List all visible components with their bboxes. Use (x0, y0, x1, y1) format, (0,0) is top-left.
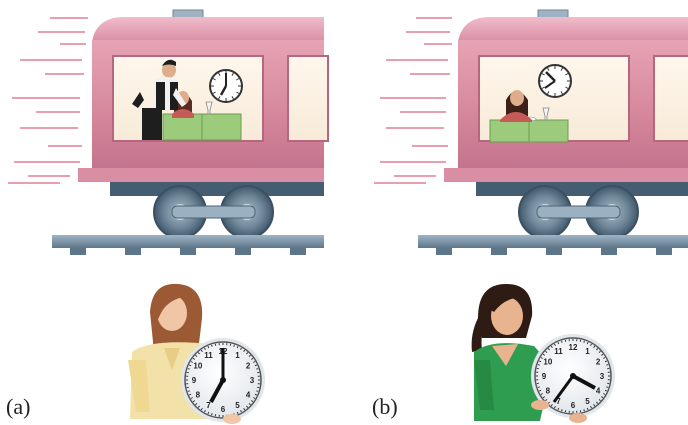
clock-tick (606, 387, 608, 388)
clock-numeral: 9 (542, 372, 547, 381)
clock-numeral: 8 (546, 387, 551, 396)
clock-numeral: 10 (193, 362, 202, 371)
clock-numeral: 3 (250, 376, 255, 385)
clock-numeral: 1 (235, 351, 240, 360)
train-window (654, 56, 688, 141)
clock-numeral: 11 (554, 347, 563, 356)
clock-tick (562, 409, 563, 411)
rail-track (52, 235, 324, 255)
clock-numeral: 3 (600, 372, 605, 381)
clock-numeral: 4 (596, 387, 601, 396)
clock-tick (256, 391, 258, 392)
clock-numeral: 12 (569, 343, 578, 352)
clock-tick (562, 341, 563, 343)
clock-numeral: 11 (204, 351, 213, 360)
train-car (78, 10, 328, 196)
clock-tick (538, 365, 540, 366)
clock-tick (234, 345, 235, 347)
clock-tick (256, 369, 258, 370)
rail-track (418, 235, 688, 255)
clock-in-train (539, 65, 571, 97)
train-car (444, 10, 688, 196)
clock-tick (538, 387, 540, 388)
train-window (288, 56, 328, 141)
clock-numeral: 8 (196, 391, 201, 400)
clock-tick (212, 345, 213, 347)
clock-tick (188, 391, 190, 392)
clock-numeral: 1 (585, 347, 590, 356)
clock-tick (188, 369, 190, 370)
clock-tick (584, 341, 585, 343)
speed-lines (374, 18, 452, 183)
clock-numeral: 6 (571, 401, 576, 410)
clock-in-train (210, 70, 242, 102)
clock-numeral: 5 (235, 401, 240, 410)
clock-numeral: 7 (206, 401, 211, 410)
clock-numeral: 4 (246, 391, 251, 400)
clock-tick (606, 365, 608, 366)
panel-label-b: (b) (372, 394, 398, 420)
clock-numeral: 9 (192, 376, 197, 385)
clock-tick (584, 409, 585, 411)
clock-numeral: 10 (543, 358, 552, 367)
clock-tick (212, 413, 213, 415)
clock-numeral: 5 (585, 397, 590, 406)
panel-label-a: (a) (6, 394, 30, 420)
speed-lines (8, 18, 88, 183)
clock-numeral: 6 (221, 405, 226, 414)
clock-numeral: 2 (246, 362, 251, 371)
clock-numeral: 2 (596, 358, 601, 367)
